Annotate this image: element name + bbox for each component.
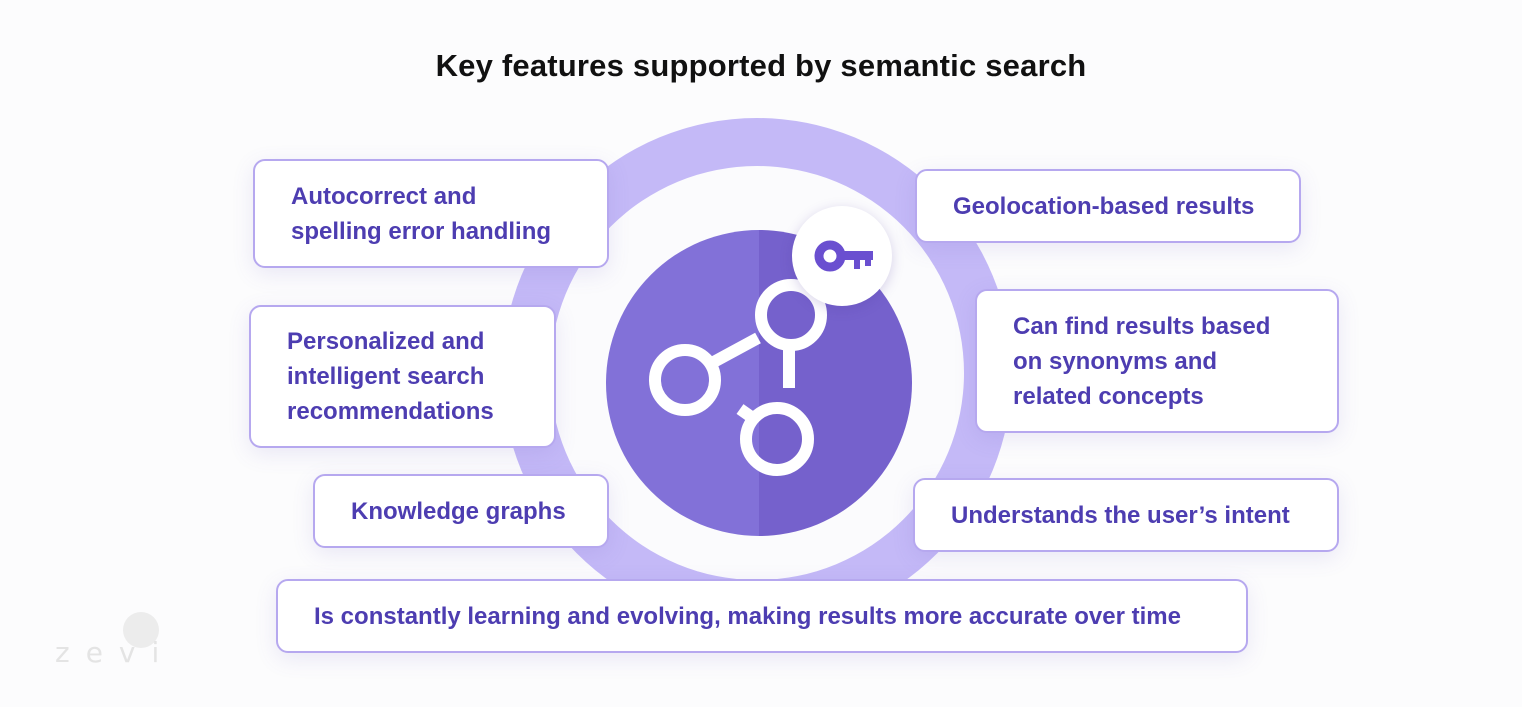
feature-label-geolocation: Geolocation-based results [953,192,1255,220]
logo-dot [123,612,159,648]
feature-label-autocorrect: Autocorrect and spelling error handling [291,182,552,245]
feature-label-synonyms: Can find results based on synonyms and r… [1013,312,1271,410]
key-badge [792,206,892,306]
central-circle [606,230,912,536]
feature-card-autocorrect: Autocorrect and spelling error handling [253,159,609,268]
feature-label-personalized: Personalized and intelligent search reco… [287,328,494,425]
diagram-title: Key features supported by semantic searc… [435,48,1087,83]
watermark-logo: zevi [55,636,176,669]
feature-card-intent: Understands the user’s intent [913,478,1339,552]
feature-card-personalized: Personalized and intelligent search reco… [249,305,556,448]
feature-card-synonyms: Can find results based on synonyms and r… [975,289,1339,433]
key-icon [814,240,873,272]
feature-label-learning: Is constantly learning and evolving, mak… [314,602,1181,630]
feature-card-knowledge-graphs: Knowledge graphs [313,474,609,548]
feature-card-geolocation: Geolocation-based results [915,169,1301,243]
feature-label-knowledge-graphs: Knowledge graphs [351,497,566,525]
feature-card-learning: Is constantly learning and evolving, mak… [276,579,1248,653]
feature-label-intent: Understands the user’s intent [951,501,1290,529]
knowledge-graph-icon [649,279,827,476]
